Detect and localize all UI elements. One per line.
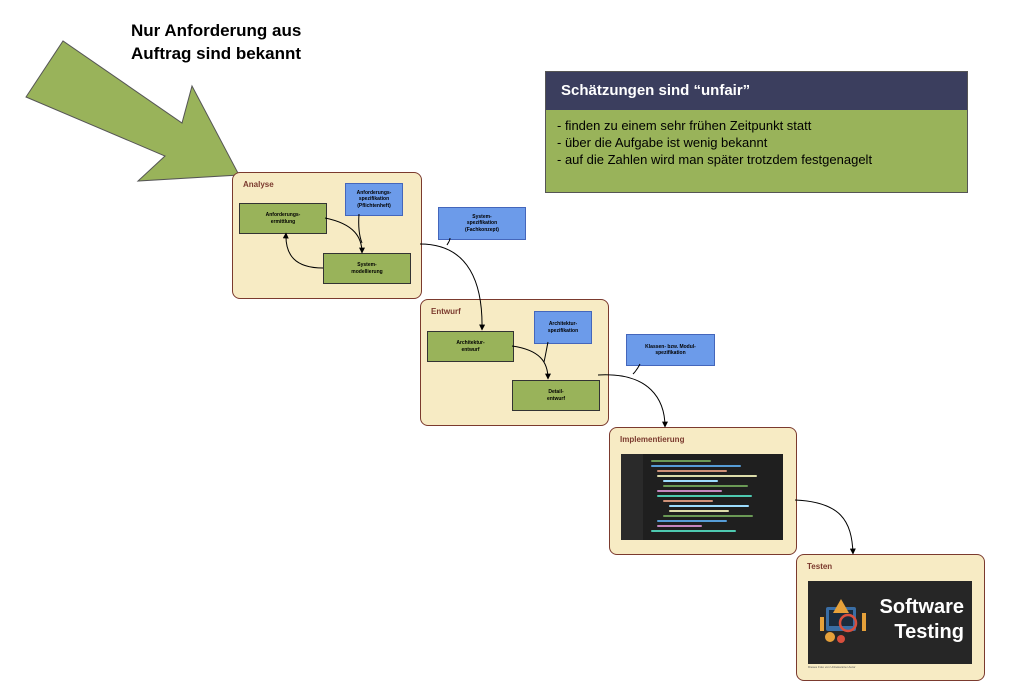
doc-systemspezifikation: System- spezifikation (Fachkonzept) [438,207,526,240]
headline: Nur Anforderung aus Auftrag sind bekannt [131,21,302,63]
phase-title: Testen [807,562,833,571]
task-detailentwurf: Detail- entwurf [512,380,600,411]
connector-line [446,237,451,246]
callout-item: - finden zu einem sehr frühen Zeitpunkt … [557,118,812,133]
estimation-callout: Schätzungen sind “unfair” - finden zu ei… [545,71,968,193]
connector-arrow [419,243,486,331]
doc-architekturspezifikation: Architektur- spezifikation [534,311,592,344]
software-testing-label: Software Testing [879,596,964,643]
connector-line [358,213,363,244]
connector-arrow [511,345,551,380]
callout-item: - über die Aufgabe ist wenig bekannt [557,135,768,150]
connector-arrow [597,374,668,428]
callout-title: Schätzungen sind “unfair” [546,72,967,110]
connector-arrow [324,217,365,254]
connector-arrow [282,232,324,269]
code-screenshot-image [621,454,783,540]
connector-line [632,363,641,375]
software-testing-image: Software Testing [808,581,972,664]
testing-illustration-icon [820,599,866,643]
phase-title: Implementierung [620,435,685,444]
callout-item: - auf die Zahlen wird man später trotzde… [557,152,873,167]
callout-list: - finden zu einem sehr frühen Zeitpunkt … [546,110,967,168]
task-systemmodellierung: System- modellierung [323,253,411,284]
task-architekturentwurf: Architektur- entwurf [427,331,514,362]
phase-title: Analyse [243,180,274,189]
connector-line [543,341,549,363]
doc-modulspezifikation: Klassen- bzw. Modul- spezifikation [626,334,715,366]
big-arrow-icon [25,40,240,182]
task-anforderungsermittlung: Anforderungs- ermittlung [239,203,327,234]
doc-anforderungsspezifikation: Anforderungs- spezifikation (Pflichtenhe… [345,183,403,216]
image-caption: Dieses Foto von Unbekannter Autor [808,665,856,669]
phase-title: Entwurf [431,307,461,316]
connector-arrow [794,499,856,555]
